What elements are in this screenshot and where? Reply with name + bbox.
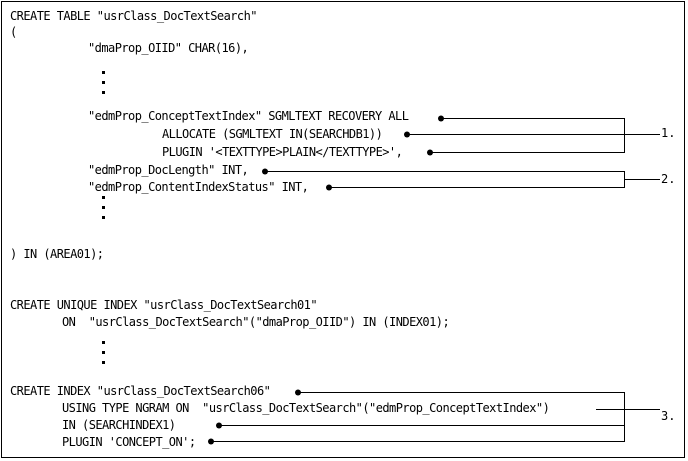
code-line: "edmProp_DocLength" INT, <box>88 163 249 177</box>
code-line: "edmProp_ContentIndexStatus" INT, <box>88 180 309 194</box>
connector-dot <box>262 168 268 175</box>
code-line: ) IN (AREA01); <box>10 247 104 261</box>
code-line: ALLOCATE (SGMLTEXT IN(SEARCHDB1)) <box>162 127 383 141</box>
code-line: ( <box>10 25 17 39</box>
code-line: PLUGIN 'CONCEPT_ON'; <box>62 435 196 449</box>
code-line: CREATE UNIQUE INDEX "usrClass_DocTextSea… <box>10 298 318 312</box>
callout-label-2: 2. <box>661 172 676 186</box>
callout-label-1: 1. <box>661 126 676 140</box>
code-line: CREATE TABLE "usrClass_DocTextSearch" <box>10 9 258 23</box>
connector-dot <box>208 438 214 445</box>
connector-dot <box>427 149 433 156</box>
callout-bracket-1 <box>407 118 660 153</box>
connector-dot <box>326 184 332 191</box>
code-line: "edmProp_ConceptTextIndex" SGMLTEXT RECO… <box>88 109 409 123</box>
connector-dot <box>438 115 444 122</box>
ellipsis-dots <box>102 71 105 364</box>
code-line: USING TYPE NGRAM ON "usrClass_DocTextSea… <box>62 401 550 415</box>
callout-bracket-3 <box>211 392 660 442</box>
connector-dot <box>404 131 410 138</box>
code-line: IN (SEARCHINDEX1) <box>62 418 176 432</box>
callout-label-3: 3. <box>661 409 676 423</box>
code-line: CREATE INDEX "usrClass_DocTextSearch06" <box>10 384 271 398</box>
callout-bracket-2 <box>265 171 660 188</box>
code-line: ON "usrClass_DocTextSearch"("dmaProp_OII… <box>62 315 450 329</box>
code-line: "dmaProp_OIID" CHAR(16), <box>88 41 249 55</box>
connector-dot <box>295 389 301 396</box>
code-line: PLUGIN '<TEXTTYPE>PLAIN</TEXTTYPE>', <box>162 145 403 159</box>
connector-dot <box>216 422 222 429</box>
